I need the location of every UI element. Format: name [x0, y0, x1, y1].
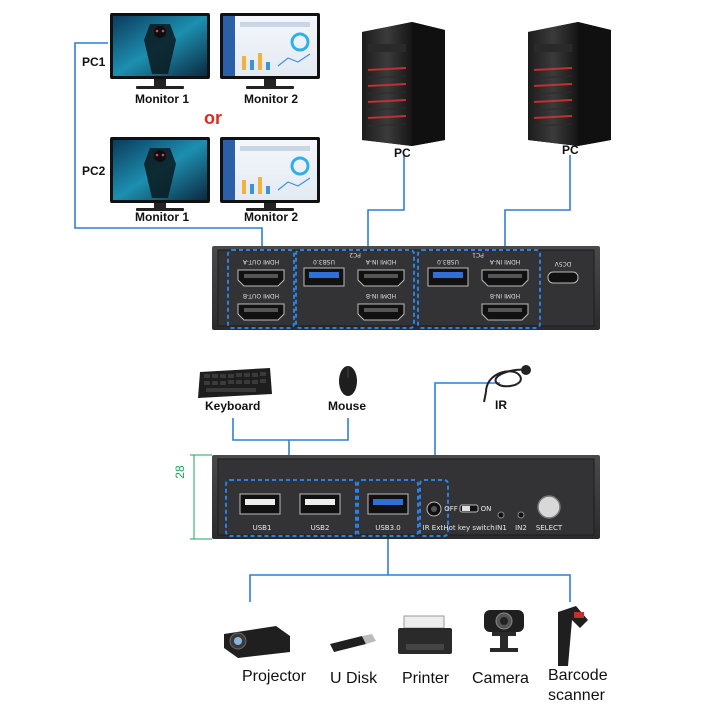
- label-select: SELECT: [536, 524, 563, 532]
- label-group-pc2: PC2: [349, 251, 361, 258]
- monitor-1-label-pc2: Monitor 1: [135, 210, 189, 224]
- pc-tower-left-label: PC: [394, 146, 411, 160]
- label-usb1: USB1: [253, 524, 272, 532]
- barcode-label-line1: Barcode: [548, 667, 608, 684]
- label-hdmi-in-b-pc2: HDMI IN-B: [366, 292, 396, 299]
- label-on: ON: [481, 505, 492, 513]
- mouse-label: Mouse: [328, 399, 367, 413]
- label-usb30-front: USB3.0: [375, 524, 401, 532]
- monitor-pc1-2: [220, 13, 320, 89]
- monitor-1-label-pc1: Monitor 1: [135, 92, 189, 106]
- keyboard-label: Keyboard: [205, 399, 261, 413]
- pc-tower-right-label: PC: [562, 143, 579, 157]
- projector-label: Projector: [242, 668, 307, 685]
- barcode-label-line2: scanner: [548, 687, 605, 704]
- line-pc-left-to-pc2-ports: [367, 155, 405, 252]
- label-hdmi-out-b: HDMI OUT-B: [243, 292, 279, 299]
- barcode-scanner-illustration: [558, 606, 588, 666]
- hdmi-out-group-box: [227, 249, 295, 329]
- label-usb2: USB2: [311, 524, 330, 532]
- label-hotkey-switch: Hot key switch: [443, 524, 494, 532]
- pc1-label: PC1: [82, 55, 106, 69]
- label-group-pc1: PC1: [472, 251, 484, 258]
- label-in1: IN1: [495, 524, 507, 532]
- pc2-group-box: [295, 249, 415, 329]
- printer-label: Printer: [402, 670, 450, 687]
- pc-tower-right: [528, 22, 611, 146]
- label-hdmi-in-a-pc1: HDMI IN-A: [489, 258, 520, 265]
- pc1-group-box: [417, 249, 541, 329]
- monitor-pc2-1: [110, 137, 210, 211]
- camera-illustration: [484, 610, 524, 652]
- monitor-2-label-pc1: Monitor 2: [244, 92, 298, 106]
- height-dimension-label: 28: [173, 465, 187, 479]
- line-keyboard: [232, 418, 349, 441]
- line-bottom-bus: [249, 574, 571, 602]
- monitor-pc1-1: [110, 13, 210, 89]
- udisk-label: U Disk: [330, 670, 378, 687]
- projector-illustration: [224, 626, 290, 658]
- camera-label: Camera: [472, 670, 529, 687]
- back-panel: HDMI OUT-A HDMI OUT-B USB3.0 HDMI IN-A H…: [212, 246, 600, 330]
- label-usb30-pc1: USB3.0: [437, 258, 459, 265]
- label-usb30-pc2: USB3.0: [313, 258, 335, 265]
- monitor-2-label-pc2: Monitor 2: [244, 210, 298, 224]
- mouse-illustration: [339, 366, 357, 396]
- connection-lines: [74, 42, 571, 602]
- monitor-pc2-2: [220, 137, 320, 211]
- label-hdmi-in-a-pc2: HDMI IN-A: [365, 258, 396, 265]
- label-in2: IN2: [515, 524, 527, 532]
- keyboard-illustration: [198, 368, 272, 398]
- line-pc-right-to-pc1-ports: [504, 155, 571, 252]
- ir-label: IR: [495, 398, 507, 412]
- select-button[interactable]: [537, 495, 561, 519]
- label-off: OFF: [444, 505, 458, 513]
- front-panel: USB1 USB2 USB3.0 IR Ext. OFF ON Hot key …: [212, 455, 600, 539]
- label-ir-ext: IR Ext.: [423, 524, 446, 532]
- udisk-illustration: [330, 634, 376, 652]
- line-ir: [434, 382, 500, 478]
- ir-cable-illustration: [483, 365, 531, 403]
- height-dimension: [190, 454, 212, 540]
- printer-illustration: [398, 615, 452, 654]
- label-dc5v: DC5V: [554, 260, 572, 267]
- label-hdmi-out-a: HDMI OUT-A: [242, 258, 279, 265]
- or-label: or: [204, 108, 222, 128]
- ir-ext-box: [419, 479, 449, 537]
- label-hdmi-in-b-pc1: HDMI IN-B: [490, 292, 520, 299]
- pc-tower-left: [362, 22, 445, 146]
- pc2-label: PC2: [82, 164, 106, 178]
- line-monitors-to-hdmi-out: [74, 42, 263, 252]
